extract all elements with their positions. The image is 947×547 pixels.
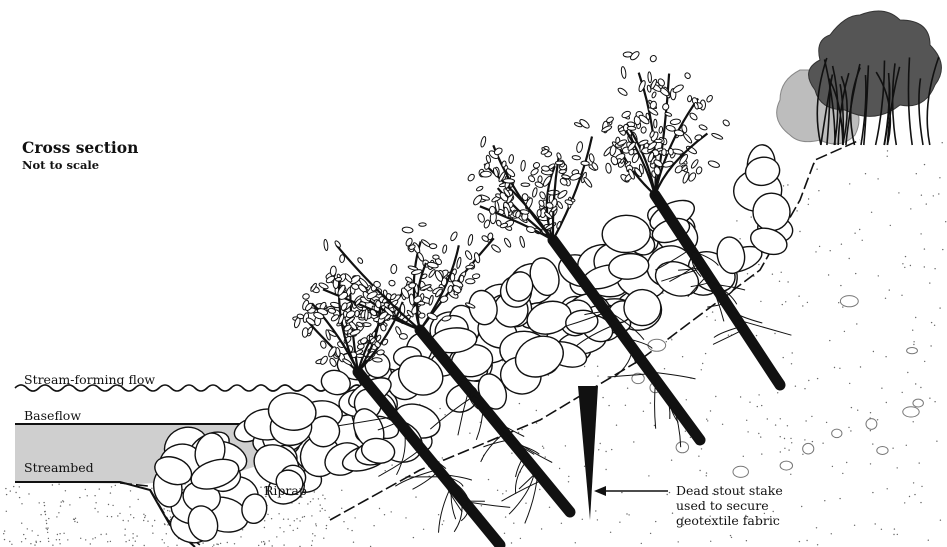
baseflow-label: Baseflow: [24, 408, 81, 423]
diagram-subtitle: Not to scale: [22, 158, 99, 172]
stake-label-line-2: used to secure: [676, 498, 769, 513]
streambed-label: Streambed: [24, 460, 94, 475]
stream-forming-flow-label: Stream-forming flow: [24, 372, 155, 387]
stake-label-line-3: geotextile fabric: [676, 513, 780, 528]
stake-label-line-1: Dead stout stake: [676, 483, 783, 498]
bank-shrub: [777, 11, 942, 145]
riprap-label: Riprap: [264, 483, 307, 498]
diagram-title: Cross section: [22, 138, 138, 157]
